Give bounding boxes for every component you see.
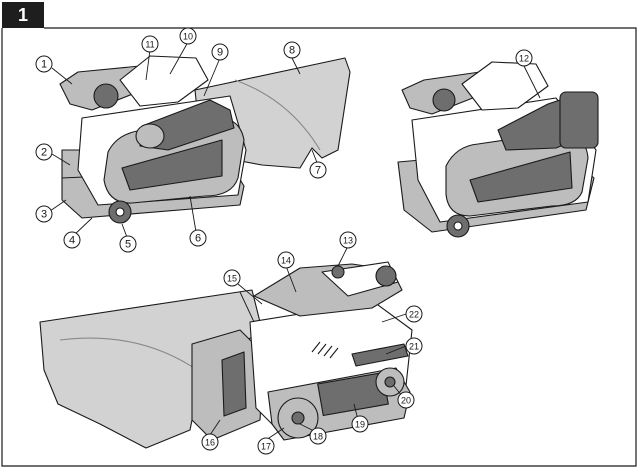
callout-9: 9	[211, 43, 229, 61]
callout-circle	[405, 337, 423, 355]
sander-view-rear-right	[39, 245, 413, 449]
callout-circle	[201, 433, 219, 451]
tracking-knob-center	[115, 207, 125, 217]
callout-12: 12	[515, 49, 533, 67]
callout-circle	[277, 251, 295, 269]
callout-circle	[189, 229, 207, 247]
callout-22: 22	[405, 305, 423, 323]
rear-handle-2	[461, 61, 549, 111]
dust-bag-3	[39, 289, 263, 449]
callout-number: 19	[355, 420, 365, 430]
front-roller-axle	[384, 376, 396, 388]
handle-knob	[93, 83, 119, 109]
callout-circle	[309, 427, 327, 445]
callout-circle	[283, 41, 301, 59]
callout-number: 4	[69, 235, 75, 247]
callout-number: 13	[343, 236, 353, 246]
callout-circle	[515, 49, 533, 67]
callout-circle	[63, 231, 81, 249]
callout-circle	[339, 231, 357, 249]
leader-line-12	[523, 65, 541, 99]
callout-number: 8	[289, 45, 295, 57]
callout-circle	[223, 269, 241, 287]
figure-frame	[1, 27, 637, 467]
callout-circle	[141, 35, 159, 53]
handle-end-cap	[375, 265, 397, 287]
callout-circle	[397, 391, 415, 409]
vent-grille	[311, 341, 339, 359]
rear-handle	[119, 55, 209, 107]
callout-number: 18	[313, 432, 323, 442]
side-cover-panel-2	[469, 151, 573, 203]
callout-number: 9	[217, 47, 223, 59]
callout-15: 15	[223, 269, 241, 287]
callout-circle	[309, 161, 327, 179]
callout-19: 19	[351, 415, 369, 433]
callout-number: 6	[195, 233, 201, 245]
sander-view-no-bag	[397, 61, 599, 238]
sander-view-front-left	[49, 41, 351, 241]
callout-number: 22	[409, 310, 419, 320]
callout-16: 16	[201, 433, 219, 451]
callout-number: 5	[125, 239, 131, 251]
callout-5: 5	[119, 235, 137, 253]
dust-outlet-cap	[559, 91, 599, 149]
callout-number: 17	[261, 442, 271, 452]
callout-number: 14	[281, 256, 291, 266]
nozzle-opening	[135, 123, 165, 149]
dust-bag-fold-3	[59, 337, 201, 373]
callout-17: 17	[257, 437, 275, 455]
callout-4: 4	[63, 231, 81, 249]
drive-pulley-bolt	[291, 411, 305, 425]
callout-circle	[35, 205, 53, 223]
callout-18: 18	[309, 427, 327, 445]
callout-13: 13	[339, 231, 357, 249]
callout-circle	[35, 143, 53, 161]
dust-bag-fold	[234, 79, 321, 151]
callout-number: 1	[41, 59, 47, 71]
callout-number: 20	[401, 396, 411, 406]
callout-number: 10	[183, 32, 193, 42]
belt-lever	[351, 343, 409, 367]
callout-circle	[211, 43, 229, 61]
callout-circle	[351, 415, 369, 433]
tracking-knob-center-2	[453, 221, 463, 231]
callout-3: 3	[35, 205, 53, 223]
bag-clamp-window	[221, 351, 247, 417]
callout-11: 11	[141, 35, 159, 53]
callout-number: 11	[145, 40, 154, 50]
callout-14: 14	[277, 251, 295, 269]
callout-number: 12	[519, 54, 529, 64]
callout-6: 6	[189, 229, 207, 247]
callout-1: 1	[35, 55, 53, 73]
callout-number: 16	[205, 438, 215, 448]
callout-circle	[35, 55, 53, 73]
callout-number: 2	[41, 147, 47, 159]
callout-10: 10	[179, 27, 197, 45]
figure-number: 1	[17, 4, 28, 25]
callout-circle	[405, 305, 423, 323]
callout-circle	[179, 27, 197, 45]
callout-21: 21	[405, 337, 423, 355]
callout-number: 21	[409, 342, 419, 352]
callout-number: 7	[315, 165, 321, 177]
side-cover-panel	[121, 139, 223, 191]
leader-lines-view3	[207, 245, 407, 441]
callout-circle	[257, 437, 275, 455]
handle-knob-2	[432, 88, 456, 112]
callout-2: 2	[35, 143, 53, 161]
switch-button	[331, 265, 345, 279]
callout-20: 20	[397, 391, 415, 409]
callout-7: 7	[309, 161, 327, 179]
callout-circle	[119, 235, 137, 253]
callout-number: 15	[227, 274, 237, 284]
callout-8: 8	[283, 41, 301, 59]
callout-number: 3	[41, 209, 47, 221]
figure-number-tab: 1	[2, 2, 44, 28]
